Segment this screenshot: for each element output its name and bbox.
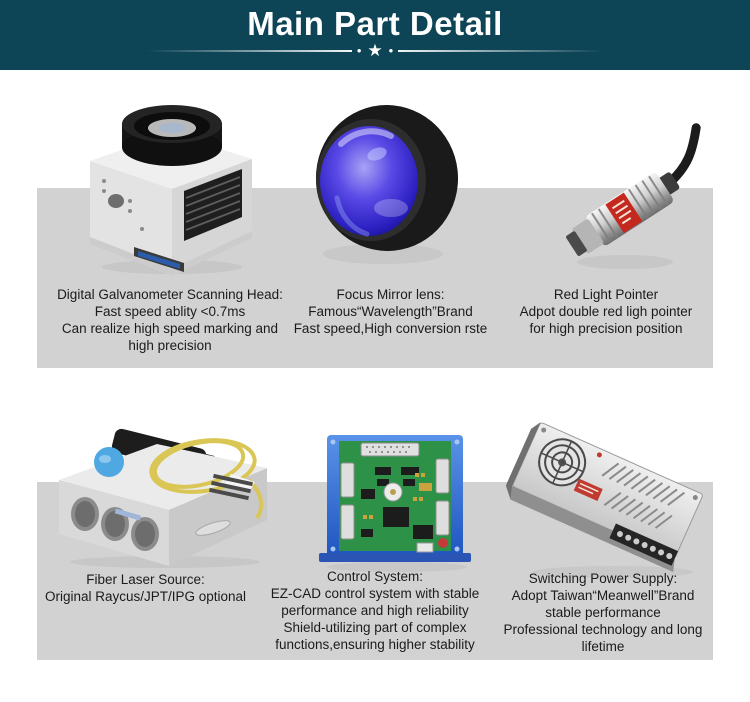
dot-icon: • — [356, 43, 362, 58]
caption-galvanometer-scanning-head: Digital Galvanometer Scanning Head: Fast… — [40, 286, 300, 354]
switching-power-supply-photo — [505, 422, 713, 580]
caption-red-light-pointer: Red Light Pointer Adpot double red ligh … — [500, 286, 712, 337]
caption-line: Switching Power Supply: — [528, 571, 678, 586]
caption-line: Red Light Pointer — [553, 287, 659, 302]
caption-line: Fiber Laser Source: — [86, 572, 205, 587]
caption-line: lifetime — [581, 639, 625, 654]
divider-line-left — [146, 50, 352, 52]
header-divider: • ★ • — [146, 41, 604, 60]
page-title: Main Part Detail — [247, 5, 503, 42]
caption-line: Shield-utilizing part of complex — [283, 620, 467, 635]
galvanometer-scanning-head-photo — [72, 99, 262, 277]
red-light-pointer-photo — [540, 123, 740, 276]
caption-line: EZ-CAD control system with stable — [270, 586, 480, 601]
divider-line-right — [398, 50, 604, 52]
caption-line: high precision — [128, 338, 212, 353]
caption-line: for high precision position — [529, 321, 683, 336]
caption-line: Can realize high speed marking and — [61, 321, 279, 336]
caption-line: Control System: — [326, 569, 424, 584]
caption-focus-mirror-lens: Focus Mirror lens: Famous“Wavelength”Bra… — [283, 286, 498, 337]
caption-line: Adpot double red ligh pointer — [519, 304, 693, 319]
caption-line: Adopt Taiwan“Meanwell”Brand — [511, 588, 695, 603]
caption-switching-power-supply: Switching Power Supply: Adopt Taiwan“Mea… — [492, 570, 714, 655]
header-banner: Main Part Detail • ★ • — [0, 0, 750, 70]
caption-line: functions,ensuring higher stability — [275, 637, 475, 652]
caption-line: performance and high reliability — [281, 603, 469, 618]
caption-line: Digital Galvanometer Scanning Head: — [57, 287, 283, 302]
caption-line: Professional technology and long — [503, 622, 703, 637]
caption-line: Focus Mirror lens: — [336, 287, 445, 302]
fiber-laser-source-photo — [45, 416, 275, 568]
star-icon: ★ — [367, 41, 383, 60]
control-system-board-photo — [317, 429, 477, 572]
focus-mirror-lens-photo — [303, 102, 463, 270]
caption-fiber-laser-source: Fiber Laser Source: Original Raycus/JPT/… — [28, 571, 263, 605]
caption-line: Original Raycus/JPT/IPG optional — [44, 589, 247, 604]
caption-line: stable performance — [545, 605, 661, 620]
caption-line: Fast speed ablity <0.7ms — [94, 304, 246, 319]
dot-icon: • — [388, 43, 394, 58]
caption-control-system: Control System: EZ-CAD control system wi… — [262, 568, 488, 653]
caption-line: Fast speed,High conversion rste — [293, 321, 488, 336]
caption-line: Famous“Wavelength”Brand — [308, 304, 473, 319]
